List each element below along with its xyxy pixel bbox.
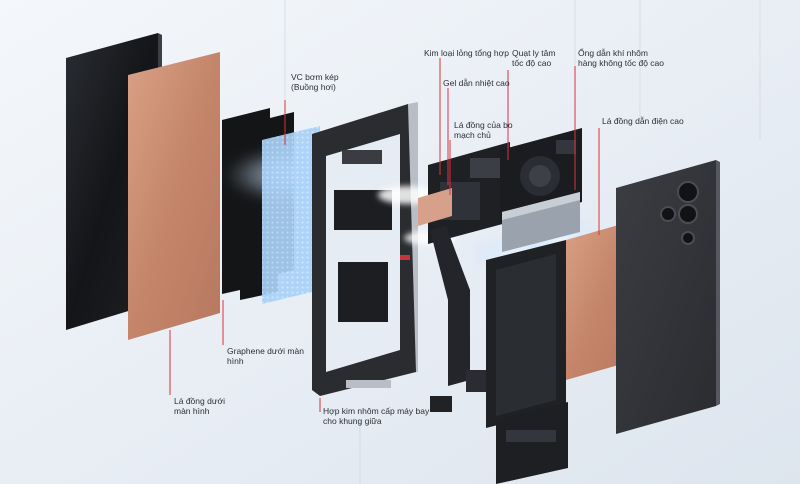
- label-conductive-copper: Lá đồng dẫn điện cao: [602, 116, 684, 126]
- callout-lines: [169, 58, 600, 412]
- back-cover: [616, 160, 720, 434]
- label-graphene: Graphene dưới màn hình: [227, 346, 304, 366]
- camera-module: [660, 181, 699, 245]
- motherboard-stack: [418, 142, 510, 412]
- label-screen-copper: Lá đồng dưới màn hình: [174, 396, 225, 416]
- label-aluminum-frame: Hợp kim nhôm cấp máy bay cho khung giữa: [323, 406, 430, 426]
- aluminum-air-duct: [502, 192, 580, 252]
- battery: [486, 240, 566, 428]
- frame-red-accent: [400, 255, 410, 260]
- label-aluminum-duct: Ống dẫn khí nhôm hàng không tốc độ cao: [578, 48, 665, 68]
- bottom-module: [496, 402, 568, 484]
- motherboard-copper-highlight: [418, 188, 452, 226]
- copper-foil-under-screen: [128, 52, 220, 340]
- label-motherboard-copper: Lá đồng của bo mạch chủ: [454, 120, 513, 140]
- aluminum-mid-frame: [312, 102, 418, 396]
- label-vapor-chamber: VC bơm kép (Buồng hơi): [291, 72, 339, 92]
- centrifugal-fan-module: [500, 128, 582, 224]
- label-centrifugal-fan: Quạt ly tâm tốc độ cao: [512, 48, 556, 68]
- vapor-chamber: [262, 126, 320, 304]
- label-thermal-gel: Gel dẫn nhiệt cao: [443, 78, 510, 88]
- label-liquid-metal: Kim loại lỏng tổng hợp: [424, 48, 509, 58]
